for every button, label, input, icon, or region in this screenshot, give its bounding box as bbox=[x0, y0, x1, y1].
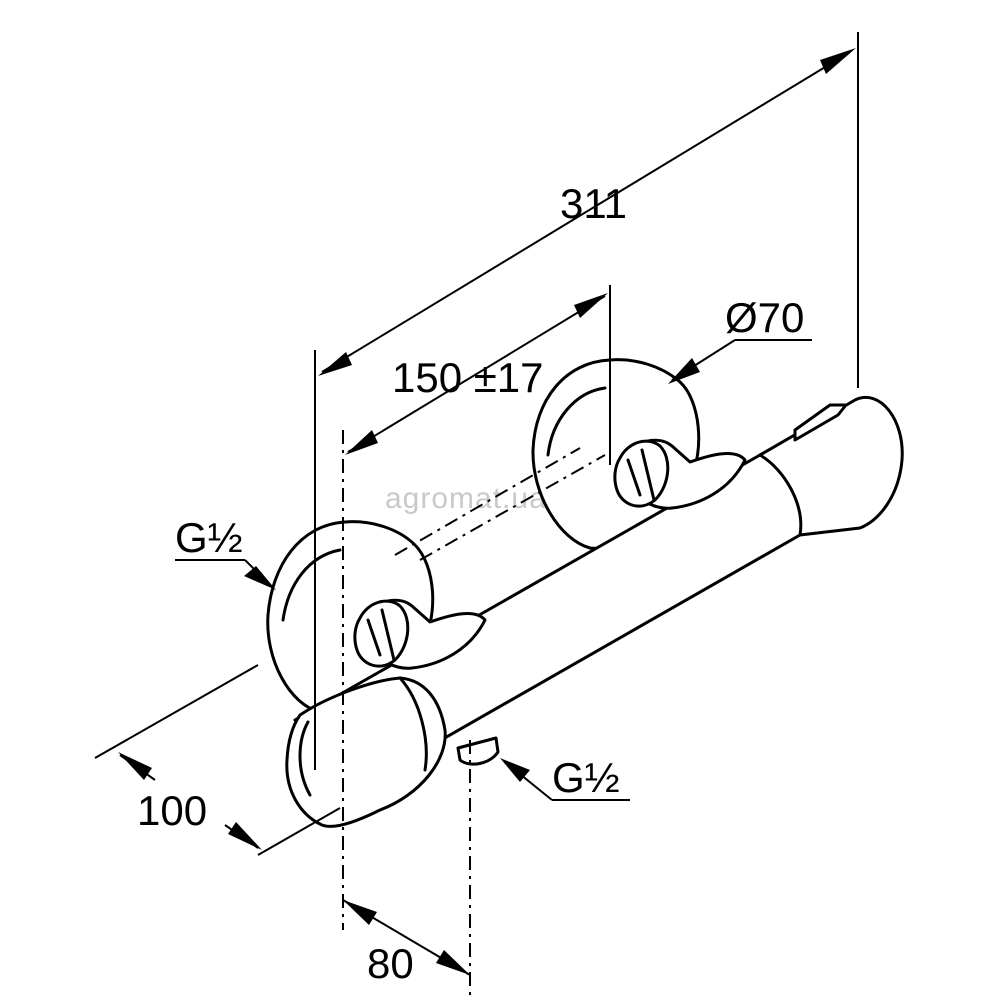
dimension-311-label: 311 bbox=[560, 180, 627, 227]
outlet-thread-label: G½ bbox=[552, 754, 620, 801]
inlet-thread-callout: G½ bbox=[175, 514, 276, 590]
inlet-thread-label: G½ bbox=[175, 514, 243, 561]
dimension-diameter: Ø70 bbox=[668, 294, 812, 384]
outlet-stub bbox=[456, 736, 500, 766]
front-connector bbox=[353, 598, 487, 670]
dimension-150-label: 150 ±17 bbox=[392, 354, 544, 401]
dimension-100-label: 100 bbox=[137, 787, 207, 834]
dimension-311: 311 bbox=[318, 48, 856, 376]
dimension-150: 150 ±17 bbox=[345, 293, 608, 455]
dimension-diameter-label: Ø70 bbox=[725, 294, 804, 341]
dimension-100: 100 bbox=[94, 664, 341, 856]
watermark: agromat.ua bbox=[385, 482, 547, 515]
mixer-body bbox=[285, 396, 904, 828]
dimension-80: 80 bbox=[342, 899, 471, 987]
axis-lines bbox=[314, 32, 859, 1000]
outlet-thread-callout: G½ bbox=[500, 754, 630, 801]
dimension-80-label: 80 bbox=[367, 940, 414, 987]
rear-connector bbox=[613, 438, 747, 510]
